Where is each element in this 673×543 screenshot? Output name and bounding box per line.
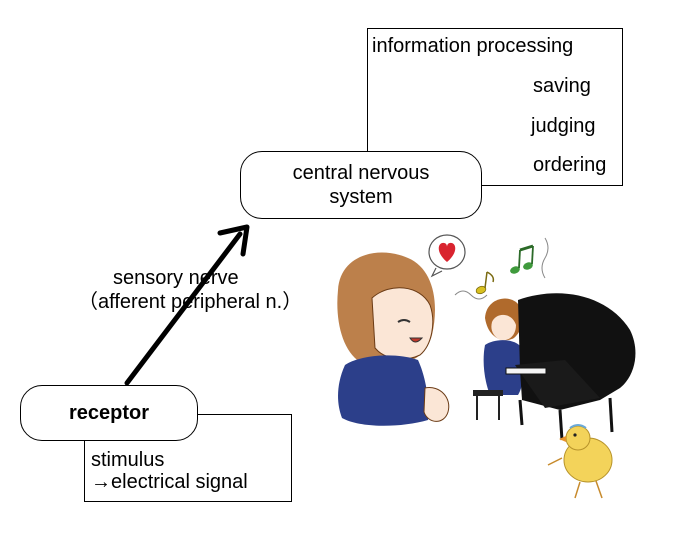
afferent-nerve-label: （afferent peripheral n.） (78, 291, 303, 313)
sound-waves (454, 237, 549, 300)
information-processing-label: information processing (372, 35, 574, 57)
cns-title-line2: system (329, 186, 393, 208)
double-music-note-icon (510, 244, 534, 274)
girl-illustration (337, 252, 450, 426)
nerve-arrow (124, 224, 250, 386)
music-note-icon (475, 271, 495, 295)
cns-node: central nervous system (240, 151, 482, 219)
sensory-nerve-label: sensory nerve (113, 267, 239, 289)
function-saving: saving (533, 75, 591, 97)
function-judging: judging (531, 115, 596, 137)
function-ordering: ordering (533, 154, 607, 176)
boy-at-piano-illustration (473, 293, 636, 441)
electrical-signal-label: →electrical signal (91, 471, 248, 493)
cns-title-line1: central nervous (292, 162, 430, 184)
heart-icon (438, 242, 456, 262)
stimulus-label: stimulus (91, 449, 165, 471)
receptor-label: receptor (68, 401, 150, 424)
receptor-node: receptor (20, 385, 198, 441)
chick-illustration (547, 424, 613, 499)
heart-bubble (428, 234, 466, 278)
